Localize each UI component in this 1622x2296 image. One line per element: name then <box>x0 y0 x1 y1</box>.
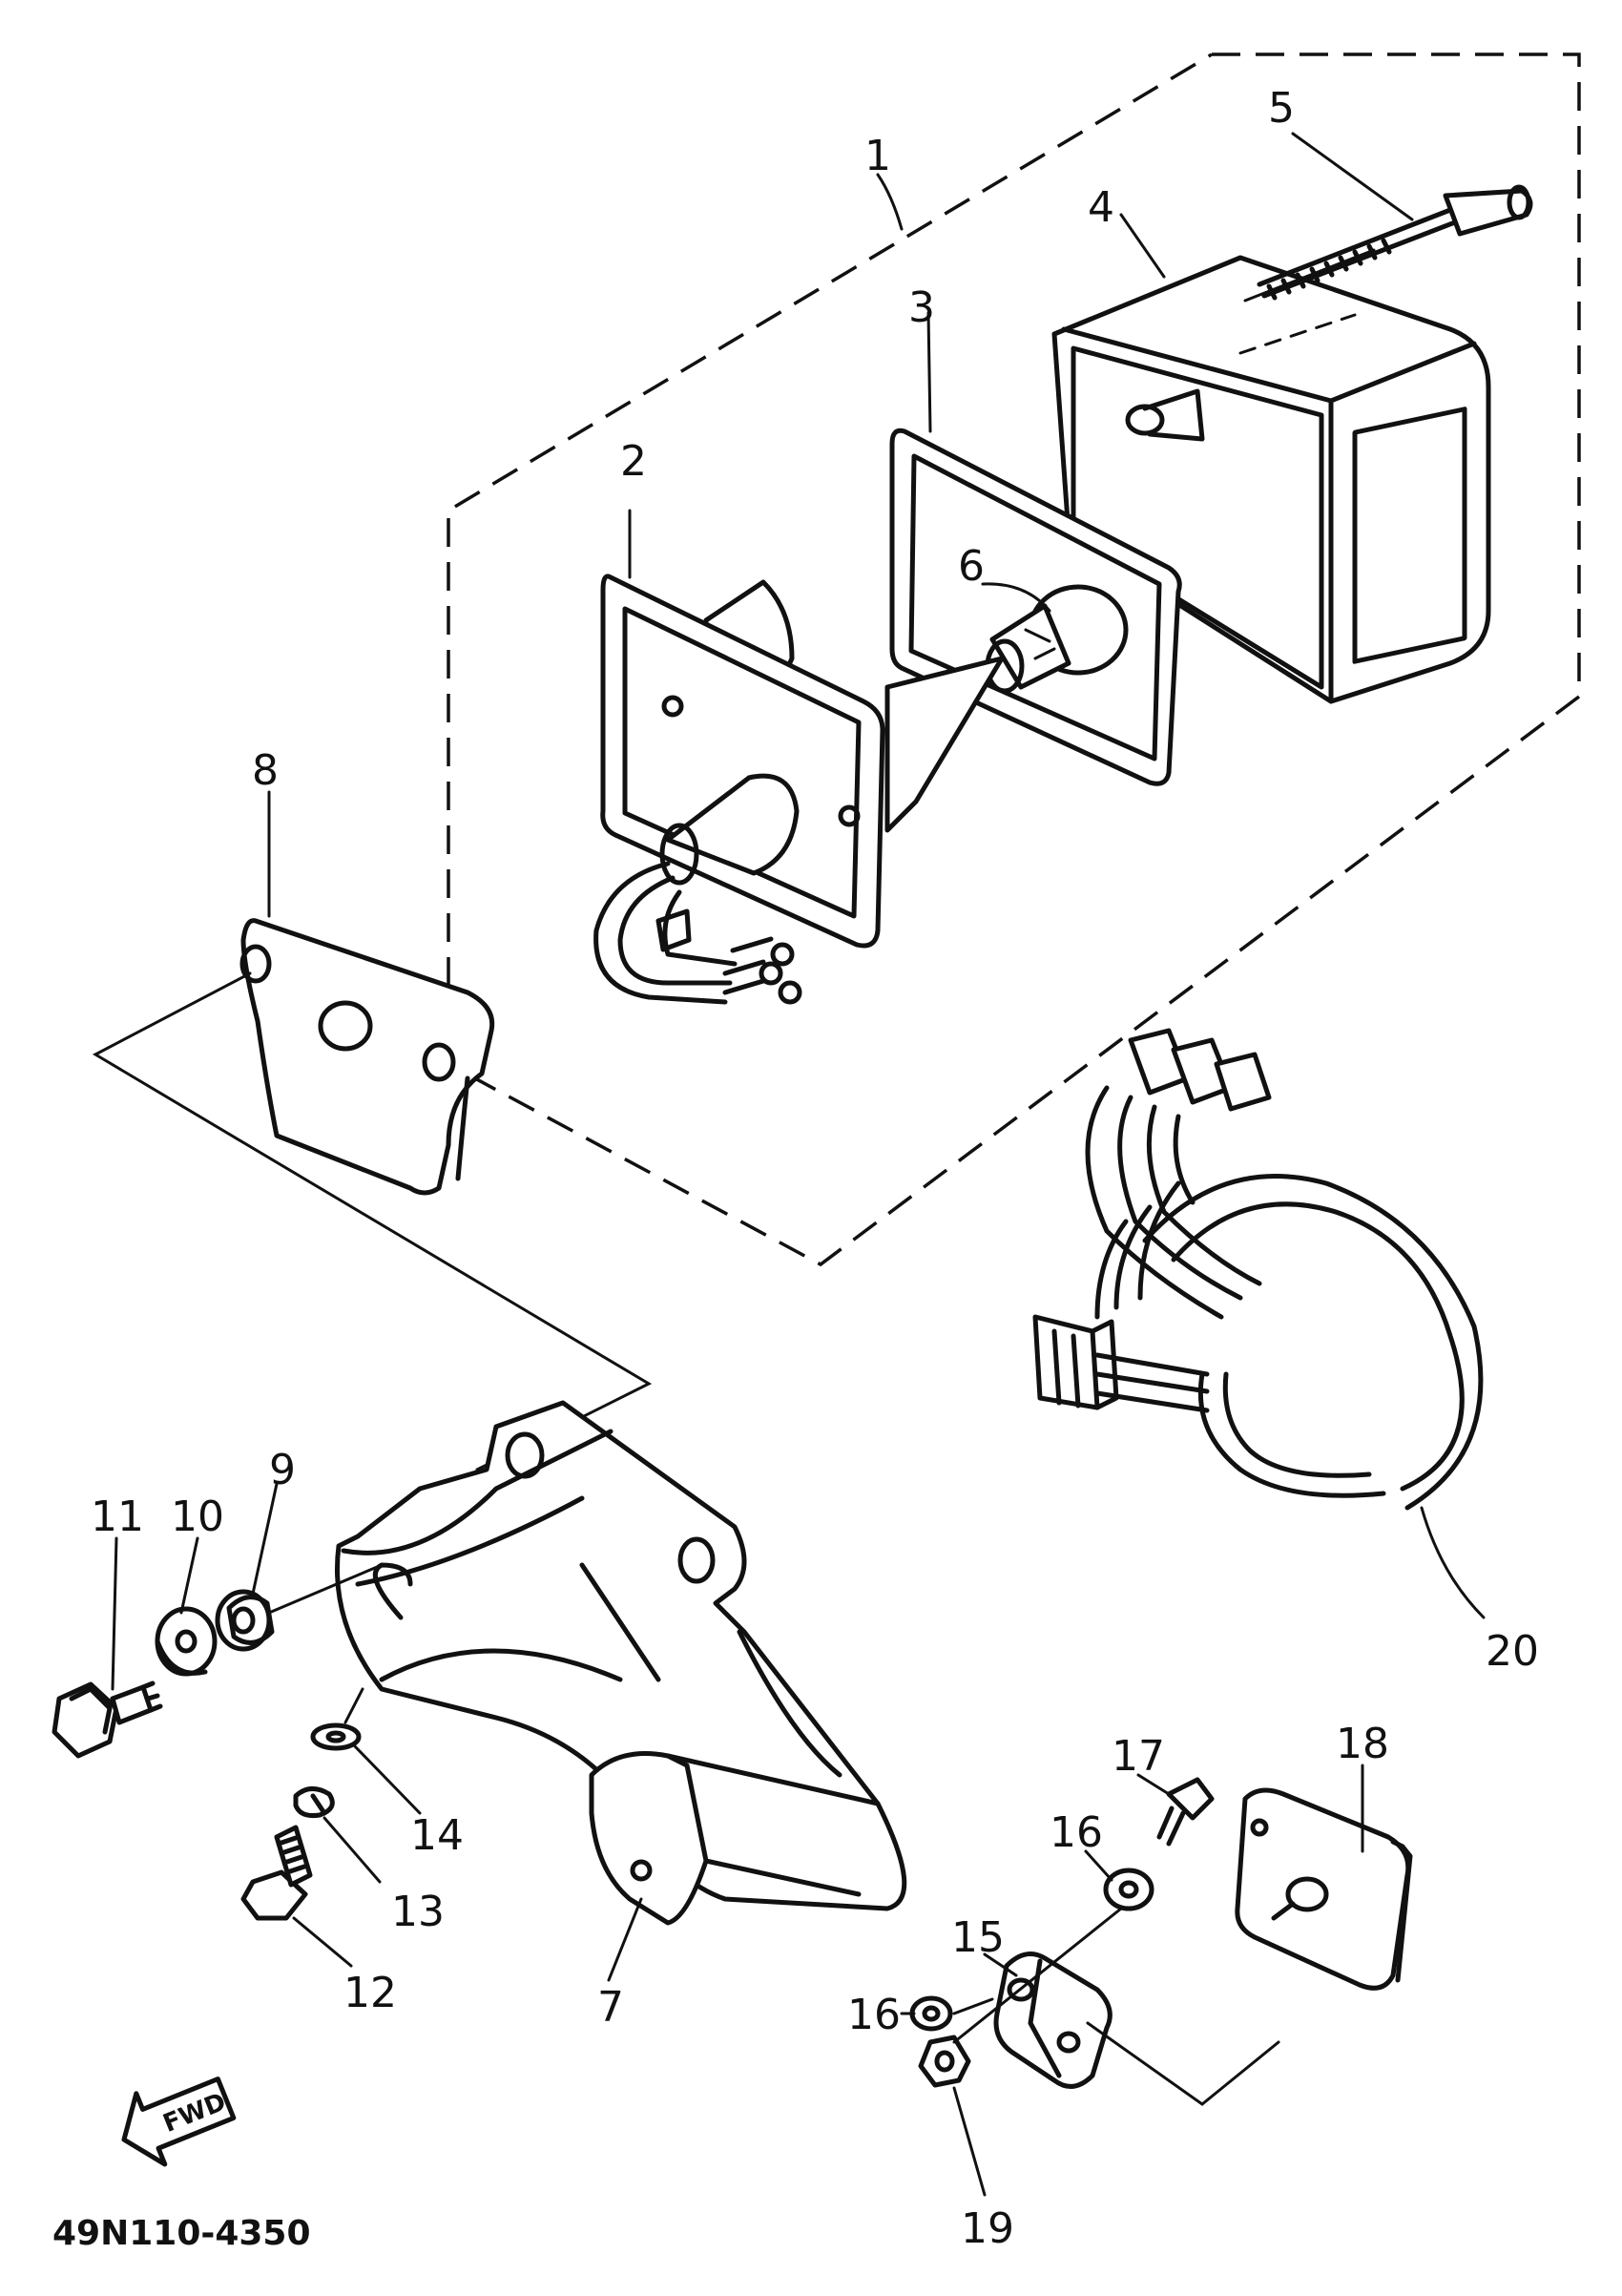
part-12-bolt <box>240 1825 313 1921</box>
part-9-collar <box>215 1589 275 1652</box>
part-13-lock-washer <box>293 1786 335 1818</box>
part-19-nut <box>918 2035 971 2088</box>
callout-9: 9 <box>269 1446 296 1494</box>
part-10-washer <box>155 1606 218 1677</box>
part-2-base-plate <box>593 574 1005 1005</box>
callout-8: 8 <box>252 746 279 795</box>
alignment-line-9 <box>267 1563 384 1615</box>
callout-10: 10 <box>171 1492 224 1541</box>
part-14-washer <box>310 1722 362 1751</box>
leader-lines <box>111 132 1486 2197</box>
fwd-arrow-icon: FWD <box>121 2077 237 2167</box>
diagram-part-number: 49N110-4350 <box>52 2214 311 2253</box>
part-7-tail-bracket <box>334 1400 907 1926</box>
callout-4: 4 <box>1088 183 1114 232</box>
callout-20: 20 <box>1486 1627 1539 1676</box>
part-8-mounting-plate <box>239 918 495 1196</box>
callout-18: 18 <box>1336 1720 1389 1768</box>
callout-5: 5 <box>1268 84 1295 133</box>
part-16-washer-upper <box>1103 1868 1154 1911</box>
assembly-boundary <box>447 52 1581 1267</box>
alignment-line-14 <box>343 1687 364 1724</box>
callout-16-upper: 16 <box>1050 1808 1103 1857</box>
callout-15: 15 <box>951 1913 1005 1962</box>
callout-17: 17 <box>1112 1732 1165 1781</box>
callout-6: 6 <box>958 542 985 591</box>
alignment-line-15-18 <box>952 1907 1280 2106</box>
callout-11: 11 <box>91 1492 144 1541</box>
part-18-license-lamp <box>1235 1787 1413 1991</box>
callout-labels: 1 2 3 4 5 6 8 9 10 11 12 13 14 7 15 16 1… <box>91 84 1539 2253</box>
callout-19: 19 <box>961 2204 1014 2253</box>
callout-13: 13 <box>391 1888 445 1936</box>
part-11-bolt <box>52 1680 163 1759</box>
part-5-screw <box>1238 184 1533 355</box>
callout-14: 14 <box>410 1811 464 1860</box>
part-17-screw <box>1156 1777 1215 1847</box>
callout-16-lower: 16 <box>847 1991 901 2039</box>
callout-1: 1 <box>864 132 891 180</box>
callout-3: 3 <box>908 283 935 332</box>
callout-7: 7 <box>597 1983 624 2032</box>
part-20-wire-harness <box>1032 1028 1484 1511</box>
callout-12: 12 <box>343 1969 397 2017</box>
callout-2: 2 <box>620 437 647 486</box>
part-16-washer-lower <box>909 1995 953 2032</box>
